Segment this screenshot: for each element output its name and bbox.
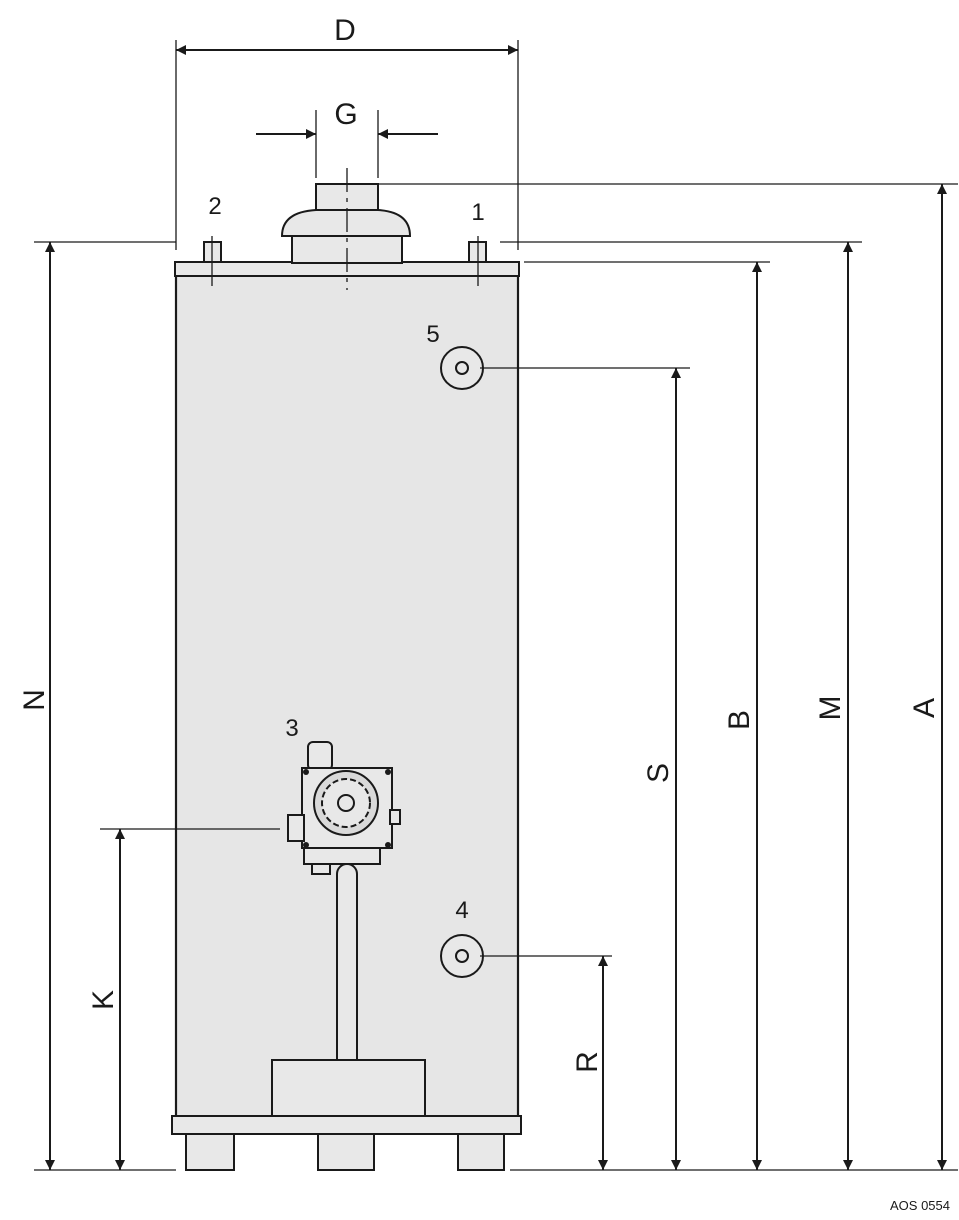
valve-side-nub <box>389 809 401 825</box>
callout-3: 3 <box>285 715 298 742</box>
dim-label-r: R <box>571 1051 604 1073</box>
extension-lines <box>34 40 958 1171</box>
burner-tube <box>336 863 358 1083</box>
callout-5: 5 <box>426 321 439 348</box>
control-dial-center <box>337 794 355 812</box>
foot-left <box>185 1133 235 1171</box>
dim-label-s: S <box>642 763 675 783</box>
dim-label-b: B <box>723 710 756 730</box>
dim-label-k: K <box>87 990 120 1010</box>
valve-side-inlet <box>287 814 305 842</box>
draft-hood <box>280 168 412 290</box>
dim-label-a: A <box>908 698 941 718</box>
top-connections <box>203 236 487 286</box>
dimension-lines <box>45 45 947 1170</box>
port-4-inner <box>455 949 469 963</box>
dim-label-n: N <box>18 689 51 711</box>
screw-icon <box>303 769 309 775</box>
base-plate <box>171 1115 522 1135</box>
burner-box <box>271 1059 426 1119</box>
screw-icon <box>385 769 391 775</box>
dim-label-m: M <box>814 696 847 721</box>
foot-center <box>317 1133 375 1171</box>
valve-base <box>303 847 381 865</box>
hood-dome <box>280 209 412 237</box>
heater-base <box>171 1115 522 1171</box>
dim-label-g: G <box>334 98 357 131</box>
dimension-labels: D G N K R S B M A <box>18 14 941 1073</box>
drawing-reference-code: AOS 0554 <box>890 1198 950 1213</box>
dim-label-d: D <box>334 14 356 47</box>
valve-top-knob <box>307 741 333 771</box>
callout-1: 1 <box>471 199 484 226</box>
callout-labels: 1 2 3 4 5 <box>208 193 484 924</box>
callout-2: 2 <box>208 193 221 220</box>
screw-icon <box>385 842 391 848</box>
callout-4: 4 <box>455 897 468 924</box>
foot-right <box>457 1133 505 1171</box>
gas-valve-assembly <box>271 741 426 1119</box>
screw-icon <box>303 842 309 848</box>
valve-foot <box>311 863 331 875</box>
side-ports <box>440 346 484 978</box>
port-5-inner <box>455 361 469 375</box>
